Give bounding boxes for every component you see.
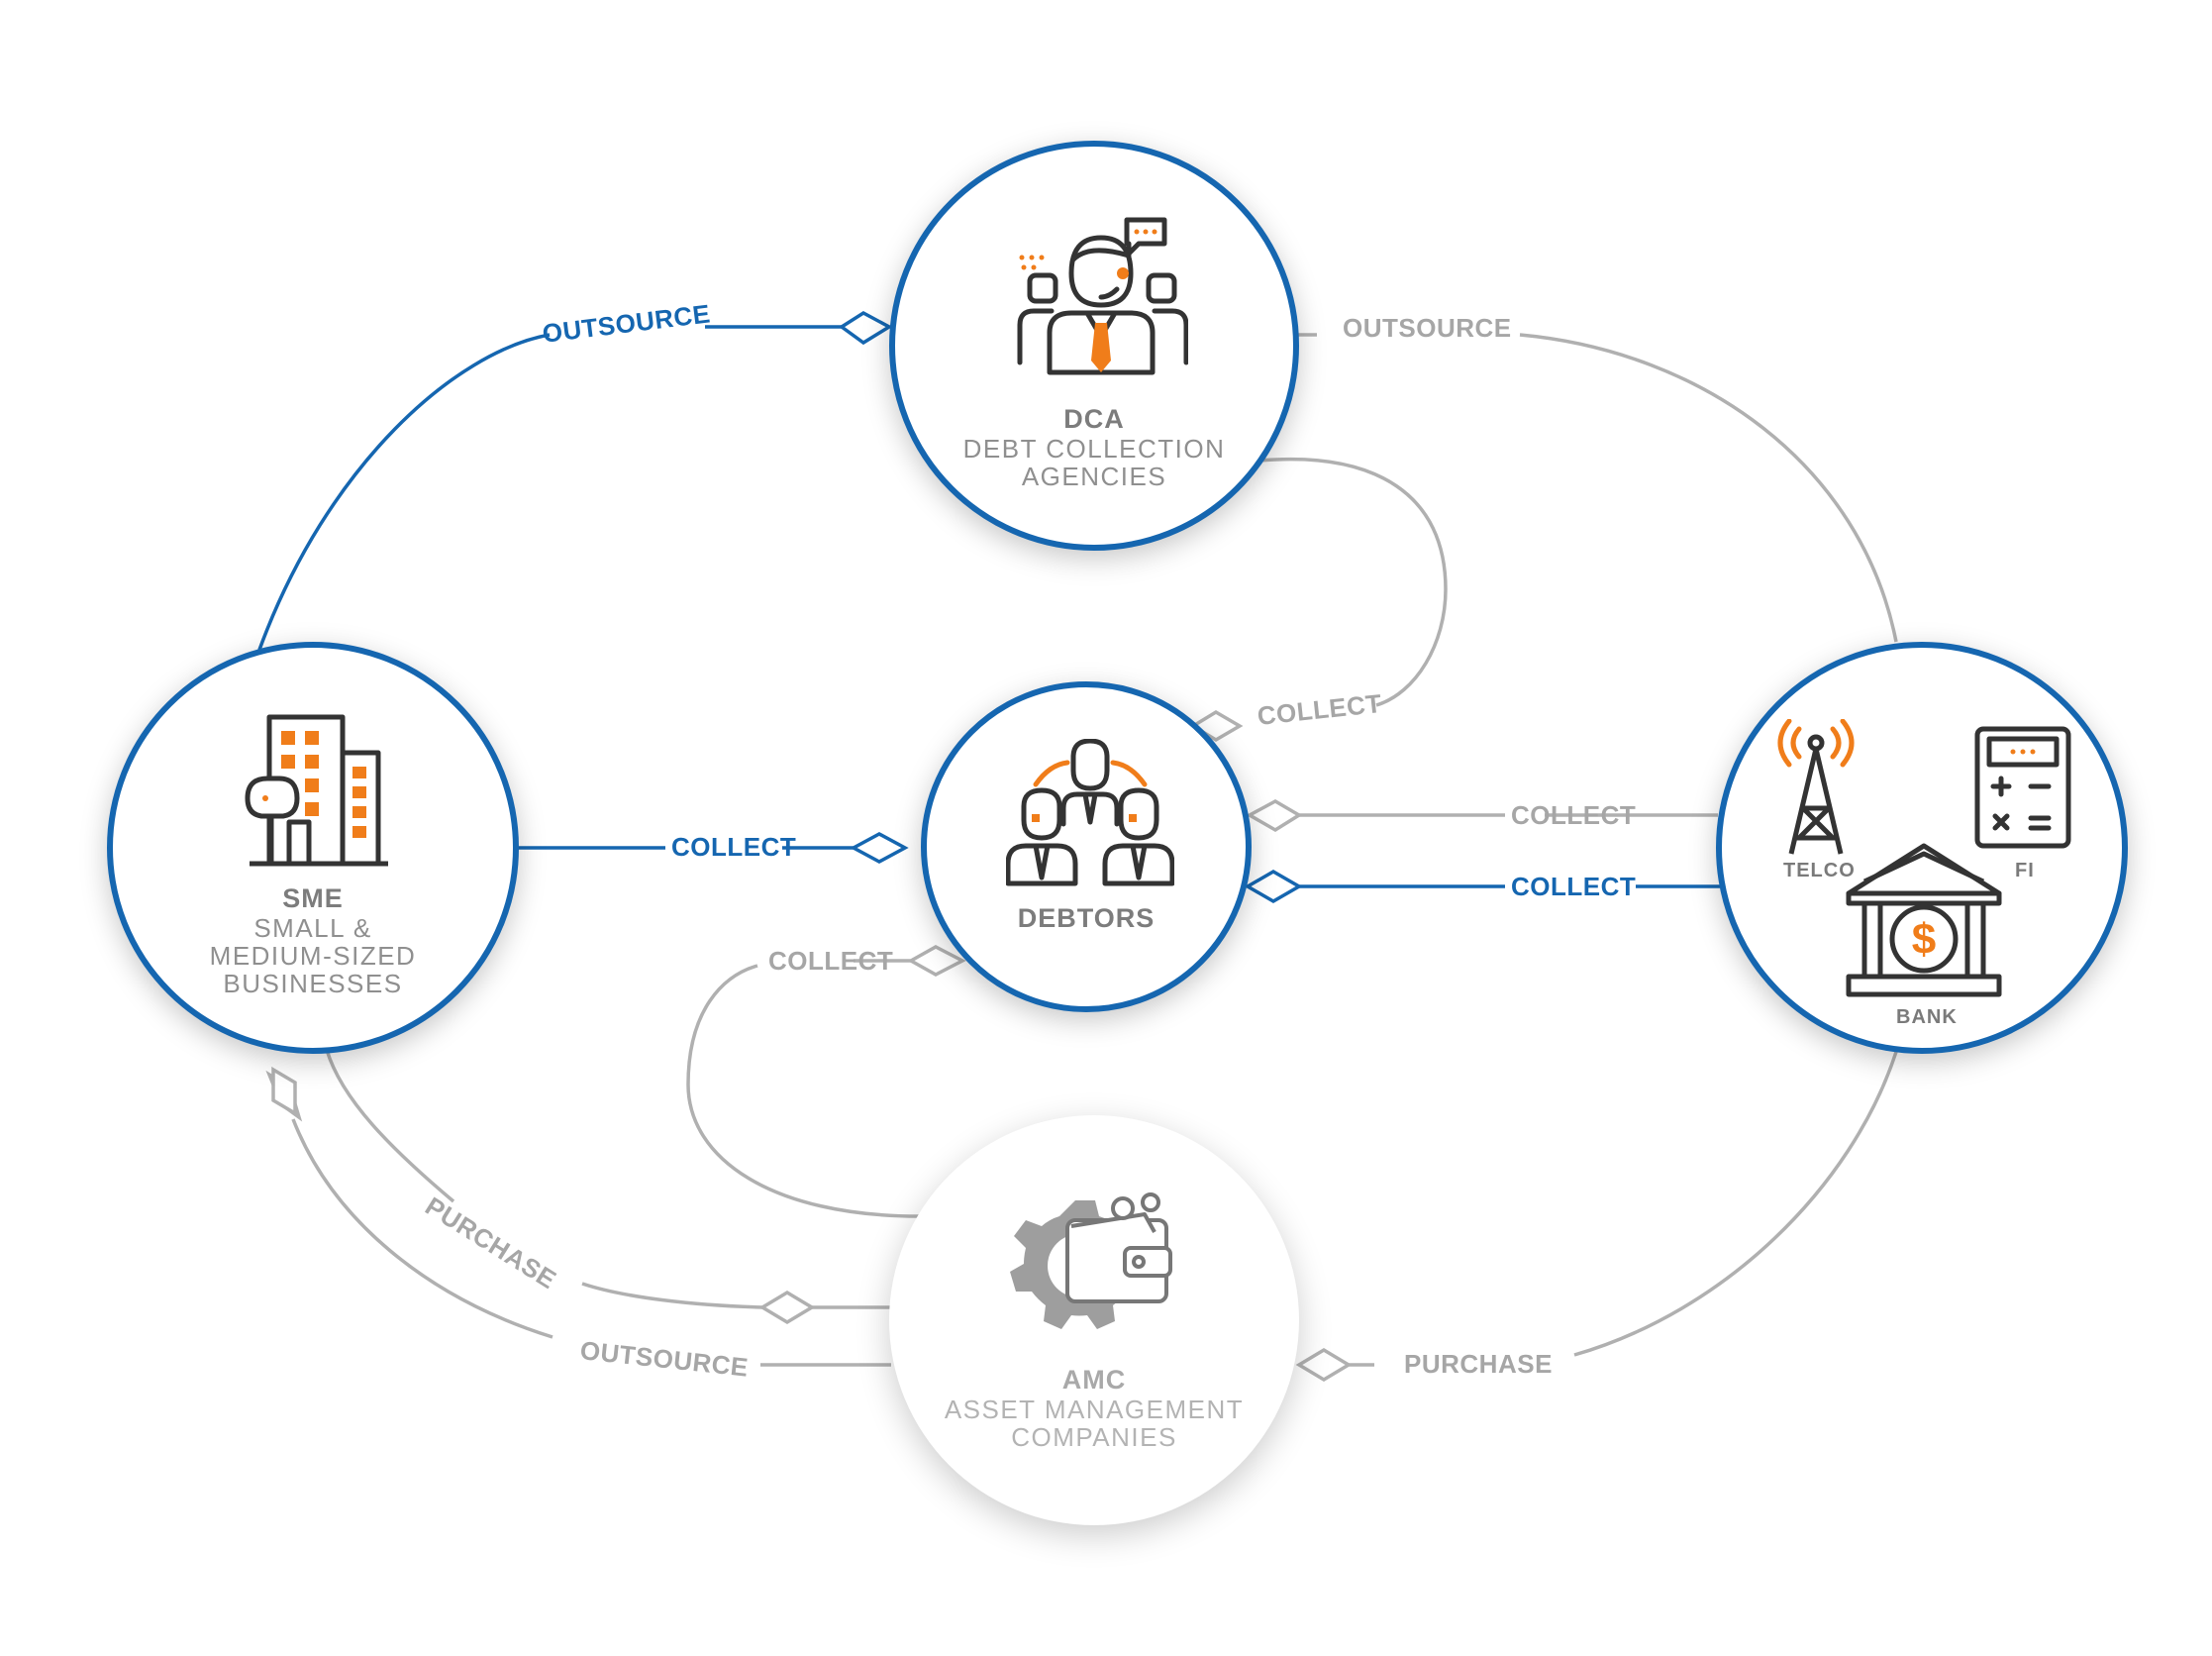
edge-label-creditors-debtors-grey: COLLECT [1511, 800, 1637, 830]
telco-label: TELCO [1783, 860, 1856, 881]
bank-label: BANK [1896, 1006, 1958, 1028]
call-center-agents-icon [1017, 217, 1188, 375]
arrow-diamond [758, 1290, 816, 1325]
sme-abbr: SME [282, 883, 344, 913]
edge-label-dca-creditors: OUTSOURCE [1343, 313, 1512, 343]
amc-full-name: ASSET MANAGEMENT COMPANIES [944, 1395, 1245, 1452]
arrow-diamond [1246, 798, 1303, 833]
bank-icon: $ [1846, 843, 2002, 997]
office-buildings-icon [245, 714, 388, 867]
gear-wallet-icon [1010, 1192, 1172, 1329]
edge-sme-dca [257, 333, 551, 651]
dca-abbr: DCA [1063, 404, 1125, 434]
sme-label: SME SMALL & MEDIUM-SIZED BUSINESSES [113, 883, 513, 997]
svg-text:$: $ [1912, 915, 1936, 964]
edge-dca-creditors [1519, 333, 1898, 643]
arrow-diamond [850, 832, 909, 864]
arrow-diamond [907, 945, 966, 977]
amc-abbr: AMC [1061, 1365, 1127, 1395]
debtors-group-icon [1006, 739, 1174, 886]
edge-creditors-amc [1573, 1051, 1898, 1357]
arrow-diamond [838, 310, 893, 346]
arrow-diamond [1295, 1347, 1353, 1383]
node-amc[interactable]: AMC ASSET MANAGEMENT COMPANIES [889, 1115, 1299, 1525]
edge-label-creditors-amc: PURCHASE [1404, 1349, 1553, 1379]
amc-label: AMC ASSET MANAGEMENT COMPANIES [889, 1365, 1299, 1451]
debtors-abbr: DEBTORS [1017, 903, 1156, 933]
node-creditors[interactable]: TELCO FI $ [1716, 642, 2128, 1054]
node-debtors[interactable]: DEBTORS [921, 681, 1252, 1012]
dca-label: DCA DEBT COLLECTION AGENCIES [895, 404, 1293, 490]
debtors-label: DEBTORS [927, 903, 1246, 934]
node-sme[interactable]: SME SMALL & MEDIUM-SIZED BUSINESSES [107, 642, 519, 1054]
edge-label-amc-debtors: COLLECT [768, 946, 894, 976]
dca-full-name: DEBT COLLECTION AGENCIES [962, 434, 1226, 491]
telco-tower-icon [1777, 719, 1855, 855]
node-dca[interactable]: DCA DEBT COLLECTION AGENCIES [889, 141, 1299, 551]
edge-amc-debtors [686, 964, 920, 1218]
edge-label-creditors-debtors-blue: COLLECT [1511, 872, 1637, 901]
sme-full-name: SMALL & MEDIUM-SIZED BUSINESSES [209, 913, 417, 998]
edge-dca-debtors [1258, 457, 1448, 707]
fi-label: FI [2015, 860, 2035, 881]
edge-label-sme-debtors: COLLECT [671, 832, 797, 862]
arrow-diamond [1244, 869, 1303, 904]
calculator-icon [1974, 726, 2071, 849]
